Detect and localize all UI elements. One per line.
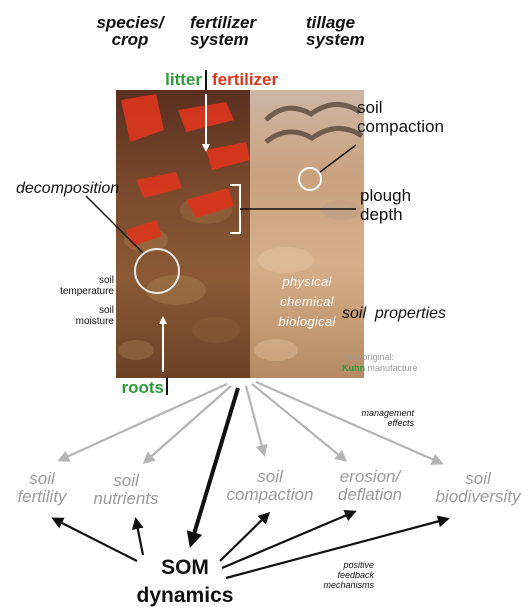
compaction-line2: compaction [220,486,320,504]
soil-compaction-line2: compaction [357,117,444,136]
feedback-arrows [54,512,447,578]
soil-properties-label: soil properties [342,305,446,323]
management-line2: effects [330,418,414,428]
compaction-line1: soil [220,468,320,486]
plough-depth-line2: depth [360,205,411,224]
soil-compaction-label: soil compaction [357,98,444,136]
compaction-pointer [320,145,356,172]
feedback-line2: feedback [290,570,374,580]
biodiversity-line2: biodiversity [428,488,528,506]
effect-soil-compaction: soil compaction [220,468,320,504]
feedback-arrow-compaction [220,514,268,561]
feedback-line1: positive [290,560,374,570]
fertility-line2: fertility [2,488,82,506]
biodiversity-line1: soil [428,470,528,488]
decomposition-pointer [86,196,143,253]
feedback-arrow-fertility [54,519,137,561]
soil-moisture-label: soil moisture [46,305,114,327]
management-arrow-compaction [246,386,264,454]
feedback-line3: mechanisms [290,580,374,590]
dynamics-label: dynamics [120,584,250,608]
positive-feedback-label: positive feedback mechanisms [290,560,374,590]
soil-temperature-line1: soil [46,275,114,286]
soil-compaction-line1: soil [357,98,444,117]
management-effects-label: management effects [330,408,414,428]
management-line1: management [330,408,414,418]
fertility-line1: soil [2,470,82,488]
roots-label: roots [112,378,164,398]
effect-erosion-deflation: erosion/ deflation [325,468,415,504]
plough-depth-bracket [230,185,240,233]
decomposition-circle [135,249,179,293]
effect-soil-fertility: soil fertility [2,470,82,506]
soil-moisture-line2: moisture [46,316,114,327]
erosion-line2: deflation [325,486,415,504]
nutrients-line2: nutrients [86,490,166,508]
plough-depth-label: plough depth [360,186,411,224]
som-label: SOM [150,556,220,580]
plough-depth-line1: plough [360,186,411,205]
soil-temperature-label: soil temperature [46,275,114,297]
main-arrow-to-som [191,388,238,544]
feedback-arrow-nutrients [136,520,143,555]
soil-temperature-line2: temperature [46,286,114,297]
soil-moisture-line1: soil [46,305,114,316]
nutrients-line1: soil [86,472,166,490]
effect-soil-nutrients: soil nutrients [86,472,166,508]
decomposition-label: decomposition [16,180,119,198]
compaction-circle [299,168,321,190]
erosion-line1: erosion/ [325,468,415,486]
effect-soil-biodiversity: soil biodiversity [428,470,528,506]
